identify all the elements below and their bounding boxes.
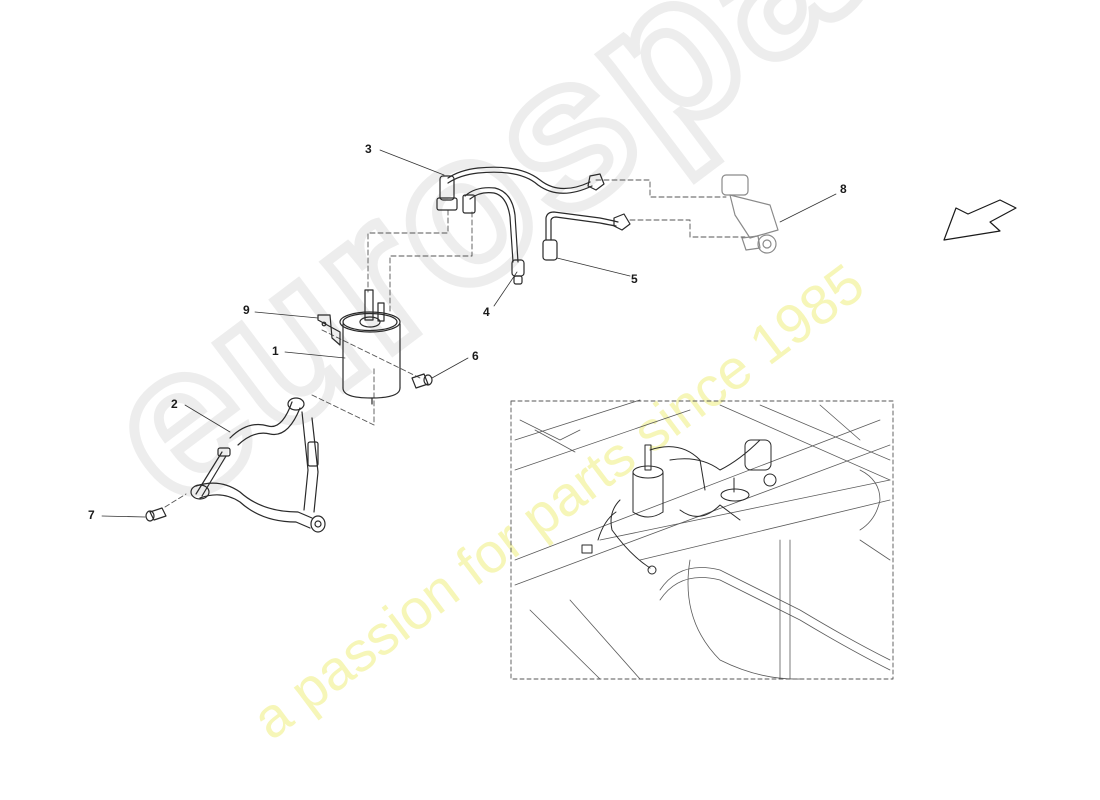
callout-9[interactable]: 9 [243,303,250,317]
installation-inset [510,399,894,680]
fuel-line-part-4[interactable] [511,259,525,285]
callout-1[interactable]: 1 [272,344,279,358]
bracket-part-9[interactable] [317,314,341,346]
callout-7[interactable]: 7 [88,508,95,522]
screw-part-6[interactable] [411,373,433,389]
assembly-dashed-lines [164,179,746,508]
fuel-filter-part-1[interactable] [339,289,401,405]
callout-2[interactable]: 2 [171,397,178,411]
callout-4[interactable]: 4 [483,305,490,319]
bolt-part-7[interactable] [145,507,167,522]
callout-5[interactable]: 5 [631,272,638,286]
view-direction-arrow-icon [943,199,1017,241]
fuel-line-part-3[interactable] [436,166,605,263]
callout-8[interactable]: 8 [840,182,847,196]
callout-3[interactable]: 3 [365,142,372,156]
fuel-line-part-5[interactable] [542,211,631,261]
callout-6[interactable]: 6 [472,349,479,363]
pressure-regulator-part-8[interactable] [721,174,779,254]
hose-assembly-part-2[interactable] [190,397,326,533]
leader-lines [101,149,837,518]
